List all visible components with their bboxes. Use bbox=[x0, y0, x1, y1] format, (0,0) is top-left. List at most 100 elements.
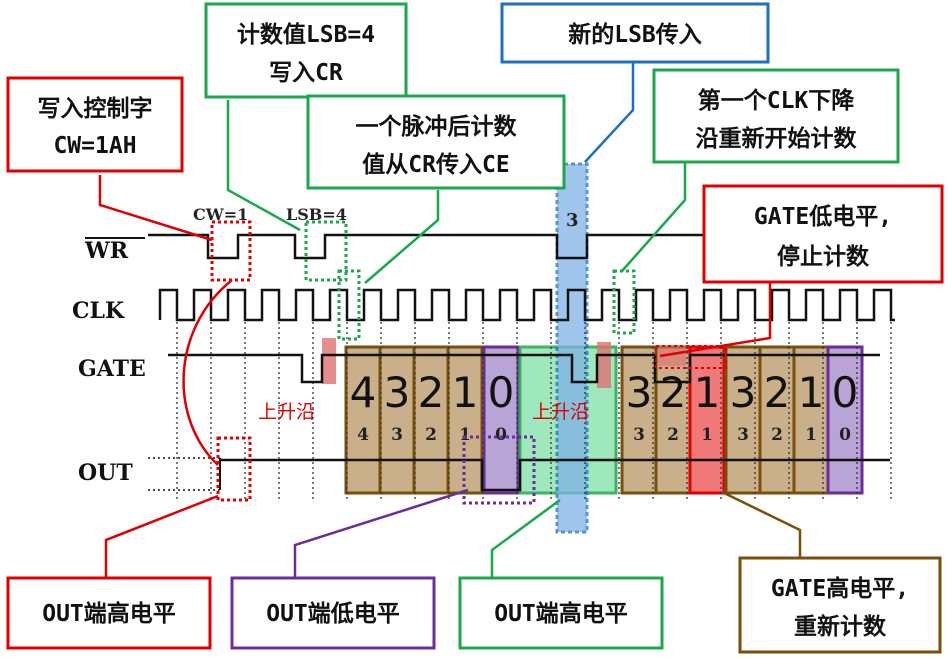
connector-out-high-2 bbox=[490, 498, 561, 578]
count-small: 3 bbox=[391, 425, 403, 445]
connectors bbox=[98, 62, 802, 578]
annotation-box-out-high-2 bbox=[458, 576, 664, 650]
count-big: 0 bbox=[832, 368, 859, 417]
count-small: 3 bbox=[737, 425, 749, 445]
cw-wave-label: CW=1 bbox=[193, 205, 248, 224]
connector-one-pulse bbox=[364, 190, 440, 284]
count-small: 2 bbox=[771, 425, 783, 445]
annotation-gate-high-line1: GATE高电平, bbox=[771, 575, 909, 602]
count-small: 2 bbox=[425, 425, 437, 445]
count-small: 1 bbox=[701, 425, 713, 445]
lsb-wave-label: LSB=4 bbox=[286, 205, 347, 224]
clk-label: CLK bbox=[72, 298, 125, 324]
count-box-0c bbox=[826, 345, 864, 495]
count-box-0 bbox=[482, 345, 520, 495]
annotation-gate-low: GATE低电平, 停止计数 bbox=[702, 184, 944, 284]
annotation-box-new-lsb bbox=[500, 2, 770, 64]
gate-label: GATE bbox=[78, 356, 146, 382]
annotation-gate-low-line1: GATE低电平, bbox=[754, 204, 892, 230]
connector-write-cw bbox=[98, 175, 213, 242]
cw-write-marker bbox=[210, 220, 252, 282]
clk-waveform bbox=[158, 288, 895, 322]
count-small: 4 bbox=[357, 425, 369, 445]
annotation-first-clk: 第一个CLK下降 沿重新开始计数 bbox=[652, 68, 900, 164]
annotation-write-lsb: 计数值LSB=4 写入CR bbox=[204, 2, 408, 99]
count-small: 1 bbox=[459, 425, 471, 445]
annotation-write-cw-line1: 写入控制字 bbox=[38, 95, 153, 122]
rising-edge-label-2: 上升沿 bbox=[532, 401, 589, 423]
annotation-first-clk-line2: 沿重新开始计数 bbox=[696, 125, 858, 152]
annotation-out-low-line1: OUT端低电平 bbox=[266, 601, 400, 627]
count-small: 0 bbox=[495, 425, 507, 445]
count-box-2c bbox=[758, 345, 796, 495]
connector-out-high-1 bbox=[104, 494, 219, 578]
annotation-first-clk-line1: 第一个CLK下降 bbox=[698, 87, 856, 114]
annotation-box-write-lsb bbox=[204, 2, 408, 99]
out-label: OUT bbox=[78, 460, 133, 486]
connector-gate-high bbox=[721, 490, 802, 558]
count-big: 0 bbox=[488, 368, 515, 417]
annotation-box-first-clk bbox=[652, 68, 900, 164]
annotation-box-write-cw bbox=[6, 76, 184, 173]
annotation-out-high-1-line1: OUT端高电平 bbox=[42, 600, 176, 627]
annotation-write-lsb-line2: 写入CR bbox=[269, 60, 343, 86]
annotation-out-high-1: OUT端高电平 bbox=[6, 576, 212, 650]
wr-label: WR bbox=[84, 238, 129, 264]
rising-edge-label-1: 上升沿 bbox=[258, 401, 315, 423]
annotation-box-out-low bbox=[230, 576, 436, 650]
count-big: 3 bbox=[730, 368, 757, 417]
count-small: 2 bbox=[667, 425, 679, 445]
count-big: 1 bbox=[798, 368, 825, 417]
connector-first-clk bbox=[621, 160, 687, 272]
annotation-box-one-pulse bbox=[306, 94, 566, 190]
rising-edge-marker-2 bbox=[597, 342, 611, 388]
annotation-gate-low-line2: 停止计数 bbox=[777, 243, 870, 270]
out-low-marker bbox=[462, 435, 536, 505]
annotation-one-pulse: 一个脉冲后计数 值从CR传入CE bbox=[306, 94, 566, 190]
count-big: 2 bbox=[418, 368, 445, 417]
connector-out-low bbox=[293, 488, 469, 578]
count-big: 2 bbox=[764, 368, 791, 417]
new-lsb-wave-label: 3 bbox=[566, 210, 579, 231]
lsb-write-marker bbox=[304, 220, 348, 282]
count-big: 3 bbox=[626, 368, 653, 417]
annotation-gate-high-line2: 重新计数 bbox=[794, 613, 887, 640]
annotation-gate-high: GATE高电平, 重新计数 bbox=[738, 556, 942, 654]
connector-write-lsb bbox=[226, 100, 301, 232]
gate-low-marker bbox=[658, 346, 686, 366]
connector-new-lsb bbox=[584, 62, 635, 163]
count-big: 3 bbox=[384, 368, 411, 417]
connector-gate-low bbox=[659, 282, 772, 358]
annotation-out-high-2-line1: OUT端高电平 bbox=[494, 600, 628, 627]
annotation-out-high-2: OUT端高电平 bbox=[458, 576, 664, 650]
restart-clk-marker bbox=[612, 269, 636, 335]
count-small: 0 bbox=[839, 425, 851, 445]
count-small: 1 bbox=[805, 425, 817, 445]
count-big: 4 bbox=[350, 368, 377, 417]
count-big: 1 bbox=[694, 368, 721, 417]
annotation-write-lsb-line1: 计数值LSB=4 bbox=[237, 21, 375, 48]
annotation-new-lsb: 新的LSB传入 bbox=[500, 2, 770, 64]
first-pulse-marker bbox=[337, 269, 361, 341]
connector-cw-to-out bbox=[182, 279, 233, 466]
annotation-new-lsb-line1: 新的LSB传入 bbox=[568, 21, 702, 48]
annotation-one-pulse-line2: 值从CR传入CE bbox=[362, 151, 509, 178]
rising-edge-marker-1 bbox=[322, 338, 336, 384]
new-lsb-highlight bbox=[555, 162, 589, 534]
count-box-1b bbox=[688, 345, 726, 495]
count-big: 1 bbox=[452, 368, 479, 417]
annotation-write-cw-line2: CW=1AH bbox=[53, 133, 136, 159]
annotation-box-gate-high bbox=[738, 556, 942, 654]
out-high-marker bbox=[216, 436, 252, 502]
annotation-out-low: OUT端低电平 bbox=[230, 576, 436, 650]
annotation-write-cw: 写入控制字 CW=1AH bbox=[6, 76, 184, 173]
gate-low-dotted bbox=[655, 345, 727, 369]
count-small: 3 bbox=[633, 425, 645, 445]
gate-waveform bbox=[168, 353, 880, 384]
count-big: 2 bbox=[660, 368, 687, 417]
annotation-one-pulse-line1: 一个脉冲后计数 bbox=[356, 114, 518, 140]
annotation-box-gate-low bbox=[702, 184, 944, 284]
out-waveform bbox=[220, 458, 890, 492]
